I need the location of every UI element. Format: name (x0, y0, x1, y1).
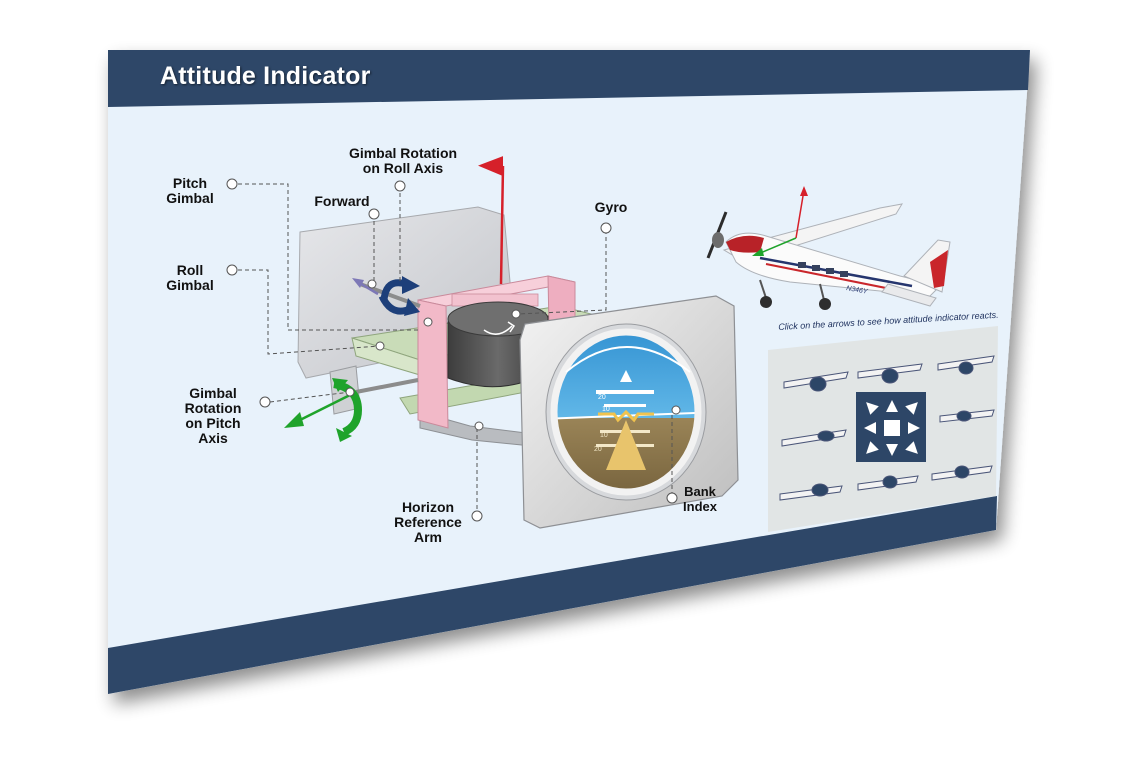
pitch-mark-20-down: 20 (594, 446, 602, 453)
pitch-axis-arrow (284, 378, 363, 442)
plane-thumb-bottom-right (931, 465, 993, 481)
airplane-illustration: N346Y (706, 186, 951, 310)
arrow-pitch-up-left-icon (866, 441, 879, 454)
leader-gyro (517, 230, 607, 315)
label-gimbal-rotation-pitch-axis: Gimbal Rotation on Pitch Axis (184, 385, 242, 446)
plane-thumb-mid-right (939, 409, 995, 423)
arrow-bank-right-icon (908, 422, 920, 434)
control-pitch-down-button[interactable] (883, 398, 901, 416)
plane-thumb-mid-left (781, 429, 847, 447)
control-bank-right-button[interactable] (904, 419, 922, 437)
arrow-bank-left-icon (864, 422, 876, 434)
dot-bank-target (671, 405, 681, 415)
slide-title: Attitude Indicator (160, 62, 371, 90)
plane-thumb-top-right (937, 355, 995, 375)
control-buttons (862, 398, 922, 458)
forward-axis-head (352, 278, 364, 288)
dot-roll-gimbal-target (375, 341, 385, 351)
airplane-vertical-axis (795, 189, 805, 239)
dot-gyro (600, 222, 612, 234)
label-gimbal-rotation-roll-axis: Gimbal Rotation on Roll Axis (348, 145, 458, 176)
pitch-shaft (355, 378, 419, 394)
pitch-mark-10-up: 10 (602, 406, 610, 413)
label-bank-index: Bank Index (683, 484, 717, 514)
callout-dots (226, 178, 681, 522)
control-panel (768, 326, 998, 532)
pitch-mark-10-down: 10 (600, 432, 608, 439)
header-band (108, 50, 1030, 107)
leader-roll-gimbal (238, 269, 381, 355)
dot-forward (368, 208, 380, 220)
dot-pitch-gimbal-target (423, 317, 433, 327)
label-horizon-reference-arm: Horizon Reference Arm (394, 499, 462, 545)
callout-leaders (238, 183, 673, 516)
plane-thumb-bottom-left (779, 483, 843, 501)
dot-pitch-rotation-target (345, 387, 355, 397)
arrow-pitch-down-icon (886, 400, 898, 412)
attitude-instrument: 20 10 10 20 (519, 295, 739, 529)
dot-roll-gimbal (226, 264, 238, 276)
airplane-longitudinal-axis (757, 237, 797, 255)
dot-bank-index (666, 492, 678, 504)
airplane-stabilizer (881, 283, 937, 307)
dot-gyro-target (511, 309, 521, 319)
plane-thumb-top-left (783, 371, 849, 392)
control-pitch-up-left-button[interactable] (862, 440, 880, 458)
control-pitch-down-right-button[interactable] (904, 398, 922, 416)
footer-band (108, 496, 997, 694)
dot-pitch-gimbal (226, 178, 238, 190)
label-gyro: Gyro (594, 199, 628, 215)
arrow-pitch-down-right-icon (905, 402, 918, 415)
arrow-pitch-down-left-icon (866, 402, 879, 415)
roll-rotation-arrow (378, 276, 420, 316)
control-pitch-down-left-button[interactable] (862, 398, 880, 416)
dot-forward-target (367, 279, 377, 289)
dot-horizon-target (474, 421, 484, 431)
arrow-pitch-up-icon (886, 444, 898, 456)
dot-roll-rotation (394, 180, 406, 192)
label-forward: Forward (314, 193, 370, 209)
control-center-button[interactable] (884, 420, 900, 436)
leader-pitch-gimbal (238, 183, 420, 331)
label-pitch-gimbal: Pitch Gimbal (166, 175, 214, 206)
plane-thumbnails (779, 355, 995, 501)
control-bank-left-button[interactable] (862, 419, 880, 437)
arrow-pitch-up-right-icon (905, 441, 918, 454)
control-pitch-up-right-button[interactable] (904, 440, 922, 458)
pitch-mark-20-up: 20 (598, 394, 606, 401)
plane-thumb-top-center (857, 363, 923, 384)
dot-pitch-rotation (259, 396, 271, 408)
plane-thumb-bottom-center (857, 475, 919, 491)
vertical-axis-arrow (478, 156, 505, 285)
label-roll-gimbal: Roll Gimbal (166, 262, 214, 293)
airplane-registration: N346Y (846, 285, 870, 296)
control-pitch-up-button[interactable] (883, 440, 901, 458)
dot-horizon-arm (471, 510, 483, 522)
